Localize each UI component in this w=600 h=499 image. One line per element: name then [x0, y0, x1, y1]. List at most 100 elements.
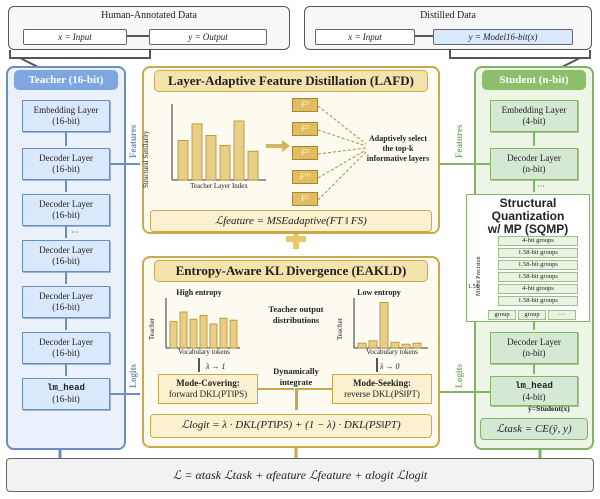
teacher-logits-label: Logits [128, 363, 138, 388]
chart-bar [219, 317, 228, 349]
lafd-note-3: informative layers [366, 154, 430, 163]
eakld-high-ylabel: Teacher [148, 317, 156, 340]
teacher-decoder-bits: (16-bit) [52, 210, 80, 220]
student-yhat: ŷ=Student(x) [528, 404, 570, 413]
lambda-low: λ → 0 [380, 362, 400, 371]
sqmp-group-6: 1.58-bit groups [498, 296, 578, 306]
student-arrows [440, 132, 535, 393]
human-data-title: Human-Annotated Data [101, 10, 197, 21]
mode-covering-box: Mode-Covering: forward DKL(PT‖PS) [158, 374, 258, 404]
mode-seeking-title: Mode-Seeking: [353, 378, 411, 388]
student-lm-head-label: lm_head [515, 381, 553, 391]
teacher-decoder-label: Decoder Layer [39, 291, 93, 301]
lafd-chart [171, 104, 266, 181]
teacher-embedding-label: Embedding Layer [33, 105, 99, 115]
lafd-bars [177, 120, 259, 181]
chart-bar [412, 342, 422, 349]
low-down-arrow [376, 358, 378, 372]
sqmp-title-1: Structural [499, 196, 557, 210]
teacher-decoder-label: Decoder Layer [39, 199, 93, 209]
chart-bar [199, 314, 208, 349]
eakld-center-note-1: Teacher output [268, 304, 324, 314]
sqmp-row-2: group [518, 310, 546, 320]
eakld-center-note: Teacher output distributions [256, 304, 336, 326]
chart-bar [179, 311, 188, 349]
teacher-embedding: Embedding Layer (16-bit) [22, 100, 110, 132]
teacher-features-label: Features [128, 124, 138, 158]
chart-bar [209, 323, 218, 349]
student-task-loss: ℒtask = CE(ŷ, y) [480, 418, 588, 440]
lafd-layer-3: F³ [292, 146, 318, 160]
lafd-xlabel: Teacher Layer Index [190, 182, 248, 190]
integrate-arrow-down [295, 388, 298, 410]
mode-seeking-formula: reverse DKL(PS‖PT) [344, 389, 420, 399]
chart-bar [357, 342, 367, 349]
eakld-center-note-2: distributions [272, 315, 320, 325]
teacher-decoder-3: Decoder Layer (16-bit) [22, 240, 110, 272]
mode-covering-formula: forward DKL(PT‖PS) [168, 389, 248, 399]
student-decoder-label: Decoder Layer [507, 153, 561, 163]
teacher-decoder-label: Decoder Layer [39, 153, 93, 163]
eakld-high-chart [165, 298, 240, 349]
lafd-arrowhead-icon [282, 140, 290, 152]
lafd-formula: ℒfeature = MSEadaptive(FT ‖ FS) [150, 210, 432, 232]
lafd-selection-lines [318, 105, 367, 201]
student-decoder-1: Decoder Layer (n-bit) [490, 148, 578, 180]
lafd-note: Adaptively select the top-k informative … [358, 134, 438, 164]
sqmp-title-2: Quantization [491, 209, 565, 223]
eakld-formula: ℒlogit = λ · DKL(PT‖PS) + (1 − λ) · DKL(… [150, 414, 432, 438]
student-lm-head: lm_head (4-bit) [490, 376, 578, 406]
sqmp-group-2: 1.58-bit groups [498, 248, 578, 258]
teacher-lm-head-bits: (16-bit) [52, 394, 80, 404]
chart-bar [189, 318, 198, 349]
chart-bar [229, 319, 238, 349]
human-data-box: Human-Annotated Data x = Input y = Outpu… [8, 6, 290, 50]
lafd-layer-1: F¹ [292, 98, 318, 112]
dynamic-note-2: integrate [279, 377, 313, 387]
student-embedding-bits: (4-bit) [522, 116, 546, 126]
teacher-decoder-2: Decoder Layer (16-bit) [22, 194, 110, 226]
integrate-arrow-right [298, 388, 332, 390]
sqmp-title: Structural Quantization w/ MP (SQMP) [467, 197, 589, 236]
teacher-decoder-bits: (16-bit) [52, 256, 80, 266]
human-y: y = Output [149, 29, 267, 45]
high-bars [169, 311, 238, 349]
teacher-decoder-label: Decoder Layer [39, 337, 93, 347]
lafd-arrow-icon [266, 144, 284, 148]
integrate-arrow-left [258, 388, 294, 390]
chart-bar [390, 341, 400, 349]
dynamic-note-1: Dynamically [273, 366, 319, 376]
teacher-decoder-1: Decoder Layer (16-bit) [22, 148, 110, 180]
eakld-low-xlabel: Vocabulary tokens [366, 348, 418, 356]
eakld-high-entropy: High entropy [176, 288, 222, 297]
chart-bar [247, 150, 259, 181]
student-embedding-label: Embedding Layer [501, 105, 567, 115]
sqmp-group-4: 1.58-bit groups [498, 272, 578, 282]
teacher-decoder-5: Decoder Layer (16-bit) [22, 332, 110, 364]
eakld-high-xlabel: Vocabulary tokens [178, 348, 230, 356]
student-lm-head-bits: (4-bit) [522, 392, 546, 402]
teacher-arrows [65, 132, 140, 395]
chart-bar [169, 321, 178, 349]
lafd-ylabel: Structural Similarity [142, 130, 150, 188]
lafd-note-2: the top-k [382, 144, 414, 153]
teacher-title: Teacher (16-bit) [14, 70, 118, 90]
chart-bar [219, 145, 231, 181]
teacher-decoder-label: Decoder Layer [39, 245, 93, 255]
lafd-note-1: Adaptively select [369, 134, 427, 143]
student-decoder-bits: (n-bit) [522, 164, 546, 174]
final-loss: ℒ = αtask ℒtask + αfeature ℒfeature + αl… [6, 458, 594, 492]
sqmp-group-1: 4-bit groups [498, 236, 578, 246]
sqmp-bit-label: 1.58 [468, 284, 479, 290]
student-title: Student (n-bit) [482, 70, 586, 90]
chart-bar [379, 302, 389, 349]
mode-covering-title: Mode-Covering: [176, 378, 240, 388]
sqmp-row-3: ··· [548, 310, 576, 320]
teacher-embedding-bits: (16-bit) [52, 116, 80, 126]
lafd-title: Layer-Adaptive Feature Distillation (LAF… [154, 70, 428, 92]
teacher-decoder-bits: (16-bit) [52, 348, 80, 358]
eakld-low-chart [353, 298, 428, 349]
lafd-layer-i: F⁽ⁱ⁾ [292, 170, 318, 184]
dynamic-note: Dynamically integrate [258, 366, 334, 388]
sqmp-row-1: group [488, 310, 516, 320]
